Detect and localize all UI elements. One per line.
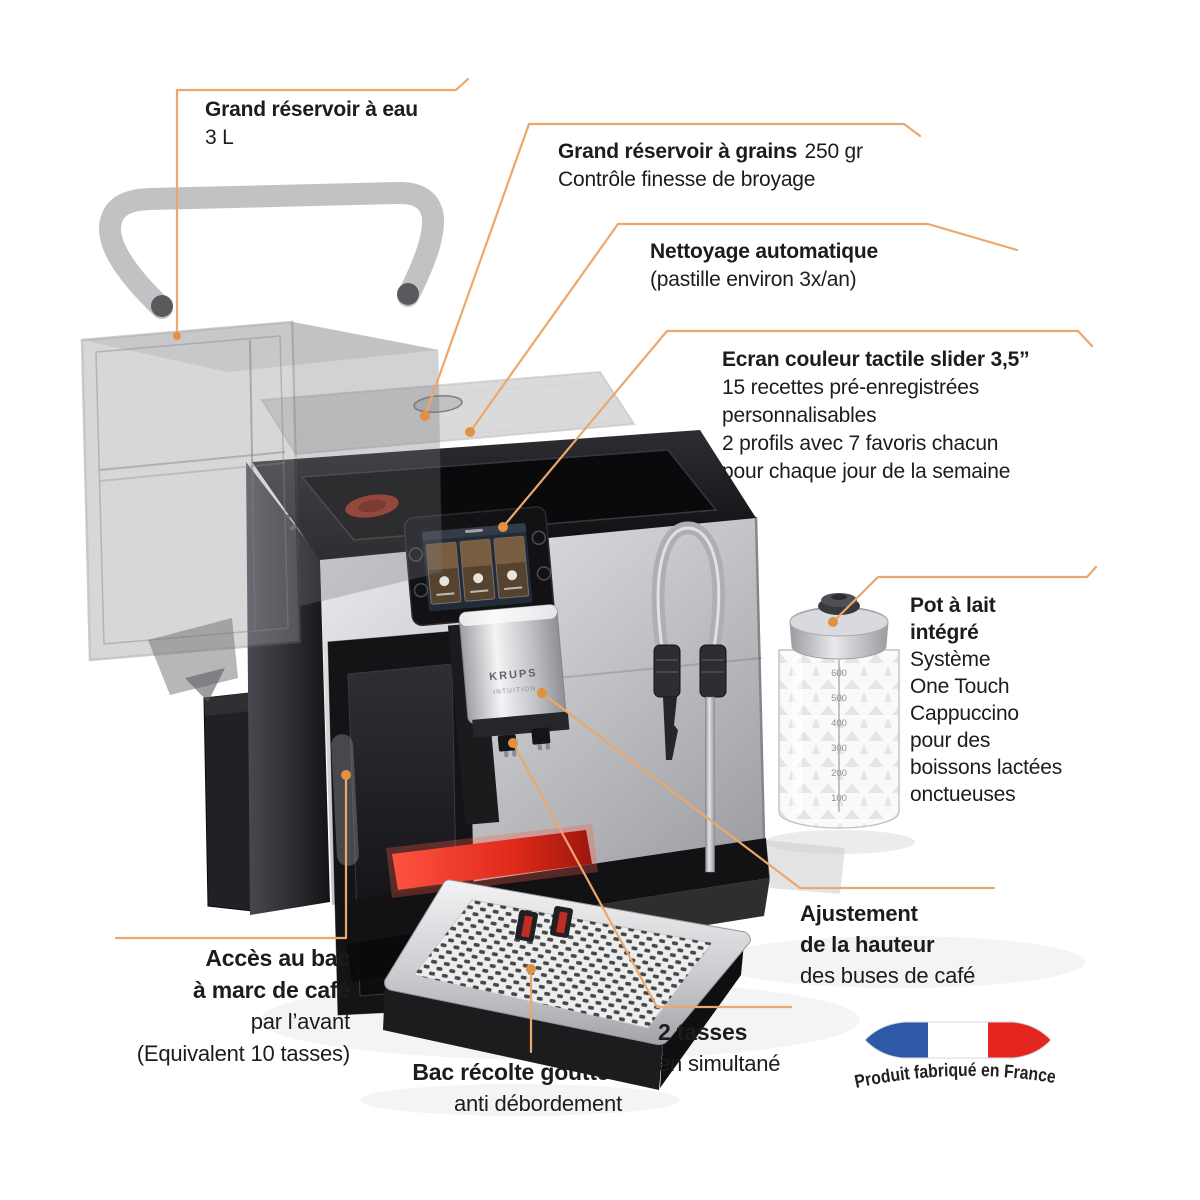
milk-pot: 600 500 400 300 200 100 [778,593,900,829]
spout-nozzle [531,727,551,745]
label-milk-pot-line: Système [910,648,991,671]
label-touchscreen-line: pour chaque jour de la semaine [722,460,1011,483]
label-milk-pot-title2: intégré [910,621,979,644]
touch-buttons [408,530,552,598]
label-touchscreen-line: 15 recettes pré-enregistrées [722,376,980,399]
label-bean-hopper-title-text: Grand réservoir à grains [558,140,798,163]
label-touchscreen: Ecran couleur tactile slider 3,5” 15 rec… [722,346,1030,486]
leader-dots [173,332,838,974]
label-grounds-bin-title1: Accès au bac [205,945,350,971]
water-tank-valve [185,668,225,702]
leader-touchscreen [501,329,1094,529]
leader-milk-pot [831,565,1098,624]
svg-text:200: 200 [831,768,847,779]
label-milk-pot-line: pour des [910,729,991,752]
label-bean-hopper-amount: 250 gr [804,140,863,163]
label-drip-tray-title: Bac récolte gouttes [412,1059,622,1085]
label-touchscreen-title: Ecran couleur tactile slider 3,5” [722,348,1030,371]
made-in-france-text: Produit fabriqué en France [853,1059,1058,1092]
label-spout-height: Ajustement de la hauteur des buses de ca… [800,898,975,991]
label-milk-pot: Pot à lait intégré Système One Touch Cap… [910,592,1062,808]
side-accessory-box [203,691,263,913]
label-milk-pot-line: boissons lactées [910,756,1063,779]
label-touchscreen-line: 2 profils avec 7 favoris chacun [722,432,999,455]
label-grounds-bin-line3: par l’avant [250,1009,351,1034]
leader-grounds-bin [114,773,348,940]
label-spout-height-title1: Ajustement [800,901,918,926]
leader-lines [114,77,1098,1054]
touchscreen-panel [403,506,555,626]
leader-water-tank [175,77,470,338]
label-bean-hopper-line2: Contrôle finesse de broyage [558,168,816,191]
milk-pot-scale: 600 500 400 300 200 100 [831,660,847,812]
water-tank-handle [99,182,445,319]
brand-logo: KRUPS [489,667,538,683]
label-milk-pot-line: One Touch [910,675,1010,698]
label-milk-pot-line: onctueuses [910,783,1016,806]
label-spout-height-title2: de la hauteur [800,932,935,957]
machine-left-side [246,462,330,915]
water-tank [80,182,445,702]
drip-tray [383,879,751,1090]
label-auto-clean: Nettoyage automatique (pastille environ … [650,238,878,294]
label-grounds-bin-line4: (Equivalent 10 tasses) [136,1041,350,1066]
leader-bean-hopper [423,122,922,418]
label-auto-clean-line2: (pastille environ 3x/an) [650,268,857,291]
label-water-tank-capacity: 3 L [205,126,234,149]
milk-hose [651,521,727,873]
label-two-cups-line2: en simultané [658,1051,781,1076]
machine-top-tray [252,430,756,560]
label-bean-hopper: Grand réservoir à grains 250 gr Contrôle … [558,138,863,194]
hose-steel-tube [705,696,715,873]
leader-two-cups [511,741,793,1009]
label-water-tank: Grand réservoir à eau 3 L [205,96,418,152]
label-two-cups: 2 tasses en simultané [658,1016,781,1080]
svg-text:600: 600 [831,668,847,679]
label-drip-tray: Bac récolte gouttes anti débordement [340,1056,622,1120]
label-grounds-bin: Accès au bac à marc de café par l’avant … [88,942,350,1070]
drink-cards [425,535,530,605]
red-light-strip [386,824,598,898]
label-touchscreen-line: personnalisables [722,404,877,427]
svg-text:500: 500 [831,693,847,704]
hose-nozzle [663,697,678,760]
label-drip-tray-line2: anti débordement [453,1091,622,1116]
label-bean-hopper-title: Grand réservoir à grains 250 gr [558,138,863,166]
label-spout-height-line3: des buses de café [800,963,976,988]
label-auto-clean-title: Nettoyage automatique [650,240,878,263]
label-milk-pot-title1: Pot à lait [910,594,996,617]
model-logo: INTUITION [493,685,537,696]
label-milk-pot-line: Cappuccino [910,702,1019,725]
leader-auto-clean [468,222,1019,434]
leader-spout-height [540,691,996,890]
svg-text:100: 100 [831,793,847,804]
drip-tray-float-indicator [550,905,573,938]
made-in-france-logo: Produit fabriqué en France [853,1021,1058,1092]
label-two-cups-title: 2 tasses [658,1019,748,1045]
label-grounds-bin-title2: à marc de café [192,977,350,1003]
milk-pot-lid [789,593,889,660]
french-flag-icon [865,1022,1051,1058]
drip-tray-float-indicator [515,909,538,942]
svg-text:400: 400 [831,718,847,729]
svg-text:300: 300 [831,743,847,754]
krups-red-mark [345,494,399,518]
bean-hopper-lid [260,370,636,456]
label-water-tank-title: Grand réservoir à eau [205,98,418,121]
